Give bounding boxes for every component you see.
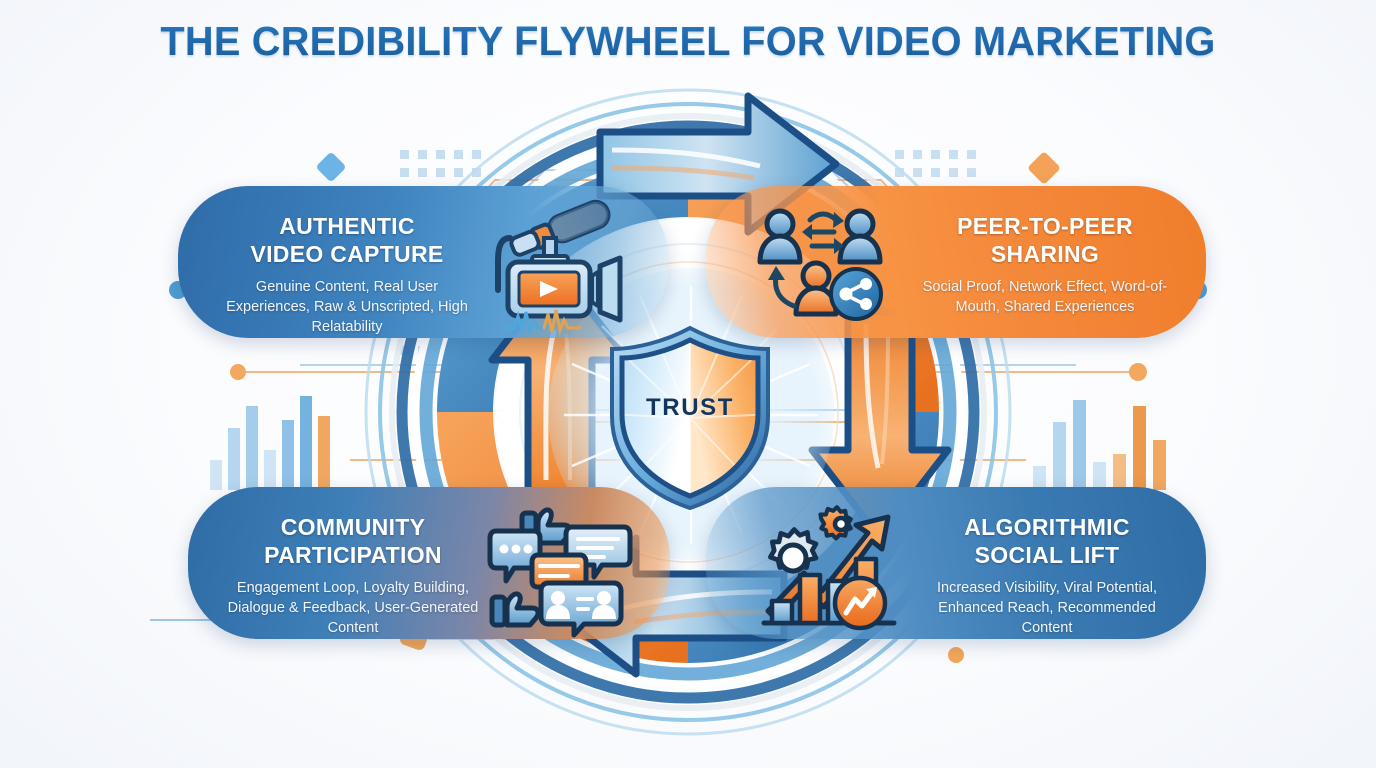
video-camera-icon	[488, 199, 638, 336]
panel-title-line1: ALGORITHMIC	[964, 514, 1130, 540]
trust-shield: TRUST	[596, 318, 784, 511]
trust-label: TRUST	[646, 394, 734, 421]
panel-text-block: COMMUNITY PARTICIPATION Engagement Loop,…	[222, 513, 484, 638]
panel-title-line1: COMMUNITY	[280, 514, 426, 540]
panel-title-line2: PARTICIPATION	[264, 542, 442, 568]
panel-title-line2: SHARING	[990, 241, 1100, 267]
panel-text-block: PEER-TO-PEER SHARING Social Proof, Netwo…	[914, 212, 1176, 317]
panel-description: Genuine Content, Real User Experiences, …	[226, 279, 468, 335]
panel-title: ALGORITHMIC SOCIAL LIFT	[916, 513, 1178, 569]
panel-description: Social Proof, Network Effect, Word-of-Mo…	[922, 279, 1168, 315]
panel-title: PEER-TO-PEER SHARING	[914, 212, 1176, 268]
chat-bubbles-thumbsup-icon	[487, 503, 638, 638]
page-title: THE CREDIBILITY FLYWHEEL FOR VIDEO MARKE…	[21, 18, 1356, 65]
panel-description: Increased Visibility, Viral Potential, E…	[936, 580, 1158, 636]
panel-title-line1: AUTHENTIC	[279, 213, 415, 239]
growth-chart-gears-icon	[758, 503, 900, 633]
panel-title-line1: PEER-TO-PEER	[957, 213, 1133, 239]
panel-text-block: ALGORITHMIC SOCIAL LIFT Increased Visibi…	[916, 513, 1178, 638]
panel-authentic-video-capture[interactable]: AUTHENTIC VIDEO CAPTURE Genuine Content,…	[178, 186, 668, 338]
panel-description: Engagement Loop, Loyalty Building, Dialo…	[227, 580, 479, 636]
people-sharing-icon	[754, 202, 894, 330]
panel-title: COMMUNITY PARTICIPATION	[222, 513, 484, 569]
panel-title: AUTHENTIC VIDEO CAPTURE	[216, 212, 478, 268]
panel-text-block: AUTHENTIC VIDEO CAPTURE Genuine Content,…	[216, 212, 478, 337]
panel-title-line2: VIDEO CAPTURE	[250, 241, 444, 267]
panel-algorithmic-social-lift[interactable]: ALGORITHMIC SOCIAL LIFT Increased Visibi…	[706, 487, 1206, 639]
panel-community-participation[interactable]: COMMUNITY PARTICIPATION Engagement Loop,…	[188, 487, 670, 639]
panel-title-line2: SOCIAL LIFT	[974, 542, 1120, 568]
panel-peer-to-peer-sharing[interactable]: PEER-TO-PEER SHARING Social Proof, Netwo…	[706, 186, 1206, 338]
